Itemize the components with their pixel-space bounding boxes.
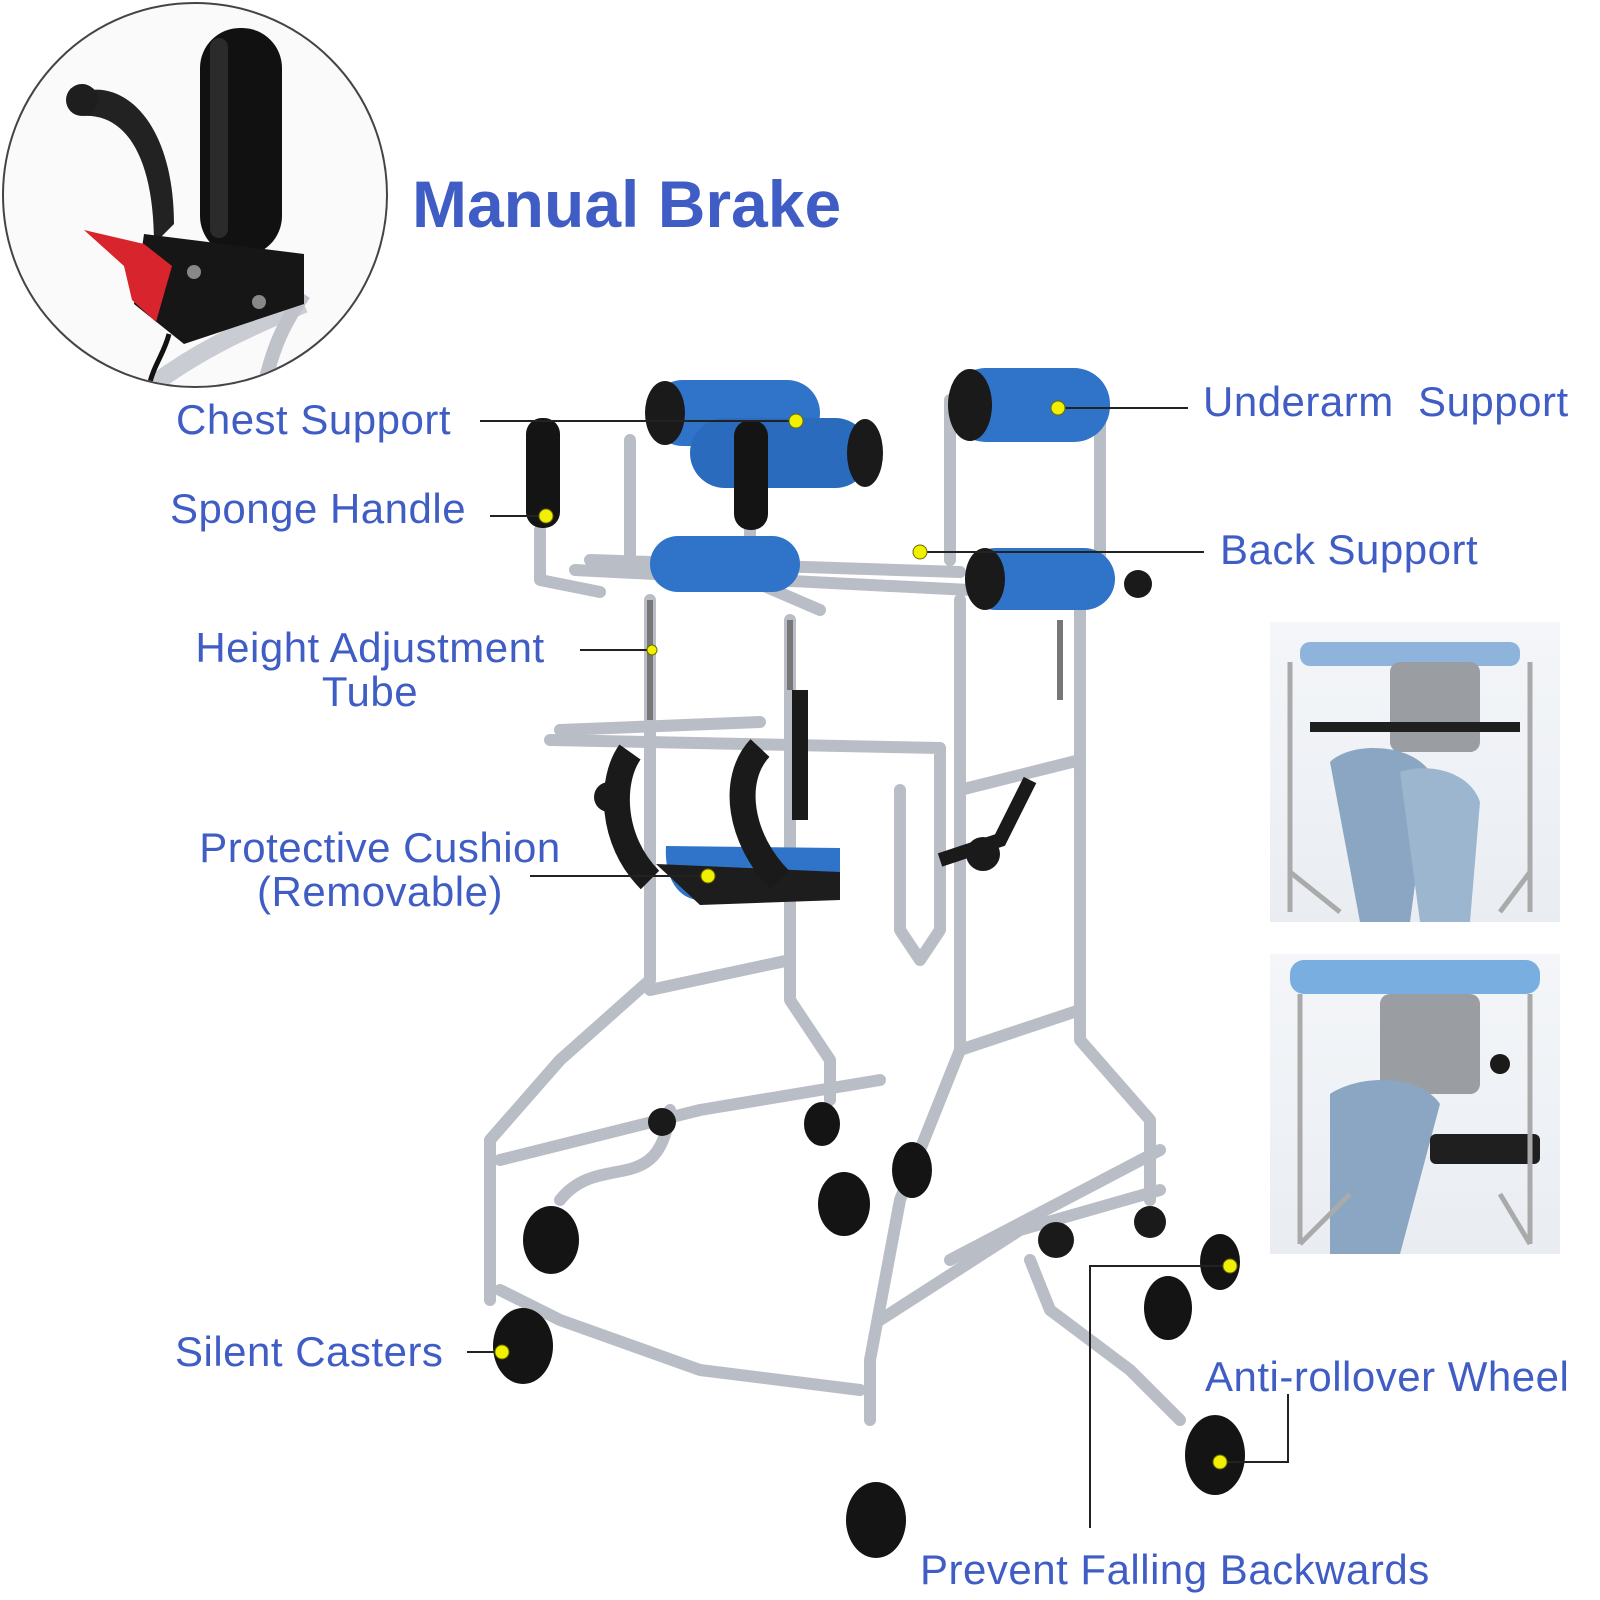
label-protective-cushion: Protective Cushion (Removable) bbox=[180, 826, 580, 914]
label-protective-cushion-line2: (Removable) bbox=[257, 868, 503, 915]
height-adjustment-tubes bbox=[647, 600, 1063, 720]
protective-cushion bbox=[603, 690, 1037, 905]
sponge-handle-left bbox=[526, 418, 560, 528]
usage-photo-bottom bbox=[1270, 954, 1560, 1254]
label-underarm-support: Underarm Support bbox=[1203, 378, 1569, 425]
label-anti-rollover-wheel: Anti-rollover Wheel bbox=[1205, 1353, 1570, 1400]
label-height-adjustment-line2: Tube bbox=[321, 668, 419, 715]
label-silent-casters: Silent Casters bbox=[175, 1328, 444, 1375]
label-protective-cushion-line1: Protective Cushion bbox=[199, 824, 561, 871]
back-support-pad bbox=[650, 536, 1115, 610]
casters bbox=[493, 1102, 1245, 1558]
label-back-support: Back Support bbox=[1220, 526, 1479, 573]
label-prevent-falling-backwards: Prevent Falling Backwards bbox=[920, 1546, 1430, 1593]
label-height-adjustment-line1: Height Adjustment bbox=[195, 624, 545, 671]
label-markers bbox=[494, 400, 1238, 1470]
underarm-support-pad bbox=[948, 368, 1110, 442]
chrome-frame bbox=[484, 394, 1186, 1426]
manual-brake-inset bbox=[2, 2, 388, 388]
label-height-adjustment: Height Adjustment Tube bbox=[180, 626, 560, 714]
label-sponge-handle: Sponge Handle bbox=[170, 485, 467, 532]
leader-lines bbox=[467, 407, 1289, 1528]
brake-illustration bbox=[66, 28, 310, 386]
red-brake-trigger bbox=[84, 230, 172, 322]
brake-lever bbox=[74, 89, 174, 244]
adjustment-knobs bbox=[594, 570, 1166, 1258]
manual-brake-title: Manual Brake bbox=[412, 167, 842, 241]
sponge-handle-right bbox=[734, 420, 768, 530]
usage-photo-top bbox=[1270, 622, 1560, 922]
brake-housing bbox=[134, 234, 304, 344]
label-chest-support: Chest Support bbox=[176, 396, 451, 443]
anti-rollover-wheel bbox=[1185, 1415, 1245, 1495]
